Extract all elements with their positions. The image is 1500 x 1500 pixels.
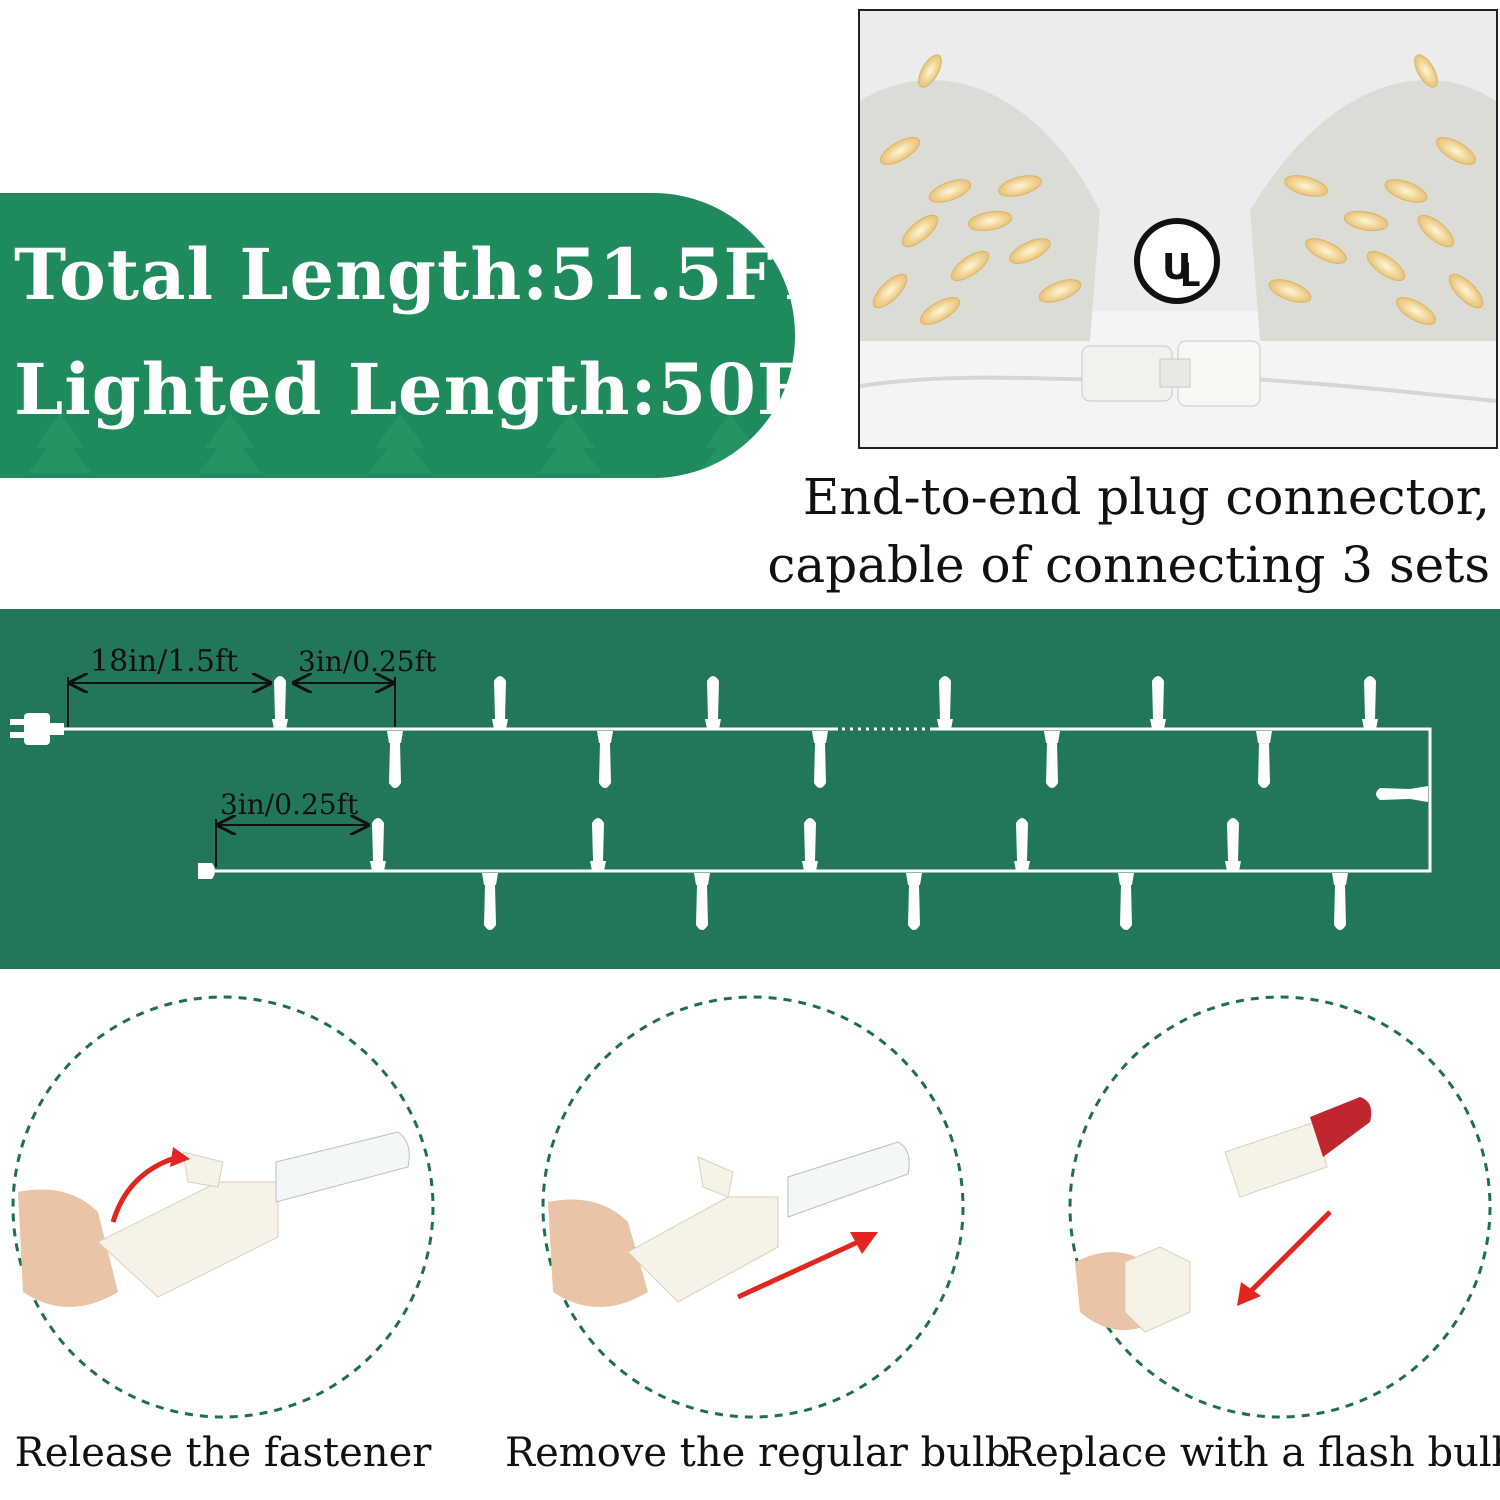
dimension-lines [67,677,396,867]
step-replace-flash-bulb [1065,992,1495,1422]
bulb-release-icon [11,995,435,1419]
bulb-icon [1118,873,1134,930]
connector-caption-line1: End-to-end plug connector, [802,468,1490,526]
bulb-icon [597,731,613,788]
step-1-label: Release the fastener [14,1430,432,1476]
connector-caption-line2: capable of connecting 3 sets [767,536,1490,594]
right-light-bundle [1250,54,1496,342]
bulb-icon [906,873,922,930]
bulb-icon [1150,676,1166,729]
bulb-icon [705,676,721,729]
svg-text:L: L [1180,256,1200,294]
lighted-length-text: Lighted Length:50FT [14,348,795,431]
step-2-label: Remove the regular bulb [505,1430,1011,1476]
bulb-icon [370,818,386,871]
bulb-icon [1225,818,1241,871]
dim-spacing-top-label: 3in/0.25ft [298,645,437,678]
bulb-spacing-diagram: 18in/1.5ft 3in/0.25ft 3in/0.25ft [0,609,1500,969]
svg-text:U: U [1162,247,1191,288]
step-3-label: Replace with a flash bulb [1005,1430,1500,1476]
bulb-icon [1332,873,1348,930]
bulb-remove-icon [541,995,965,1419]
left-light-bundle [860,54,1100,342]
plug-icon [10,713,64,745]
total-length-text: Total Length:51.5FT [14,233,795,316]
step-remove-bulb [538,992,968,1422]
end-socket-icon [198,863,215,879]
length-banner: Total Length:51.5FT Lighted Length:50FT [0,193,795,478]
bulb-replacement-steps: Release the fastener Remove the regular … [0,992,1500,1500]
bulb-icon [694,873,710,930]
bulb-icon [590,818,606,871]
bulb-icon [1362,676,1378,729]
bulb-icon [1376,786,1428,802]
tree-pattern-decoration [28,413,762,473]
ul-logo-icon: U L [1134,218,1220,304]
bulb-icon [1014,818,1030,871]
dim-spacing-bottom-label: 3in/0.25ft [220,788,359,821]
bulb-icon [492,676,508,729]
connector-caption: End-to-end plug connector, capable of co… [767,463,1490,599]
bulb-icon [802,818,818,871]
plug-connector [1081,340,1261,407]
bulb-icon [387,731,403,788]
dim-lead-label: 18in/1.5ft [90,644,238,679]
bulb-icon [812,731,828,788]
bulb-replace-icon [1068,995,1492,1419]
bulb-icon [1044,731,1060,788]
connector-photo: U L [858,9,1498,449]
step-release-fastener [8,992,438,1422]
bulb-icon [1256,731,1272,788]
bulb-icon [482,873,498,930]
bulb-icon [937,676,953,729]
bulb-icon [272,676,288,729]
